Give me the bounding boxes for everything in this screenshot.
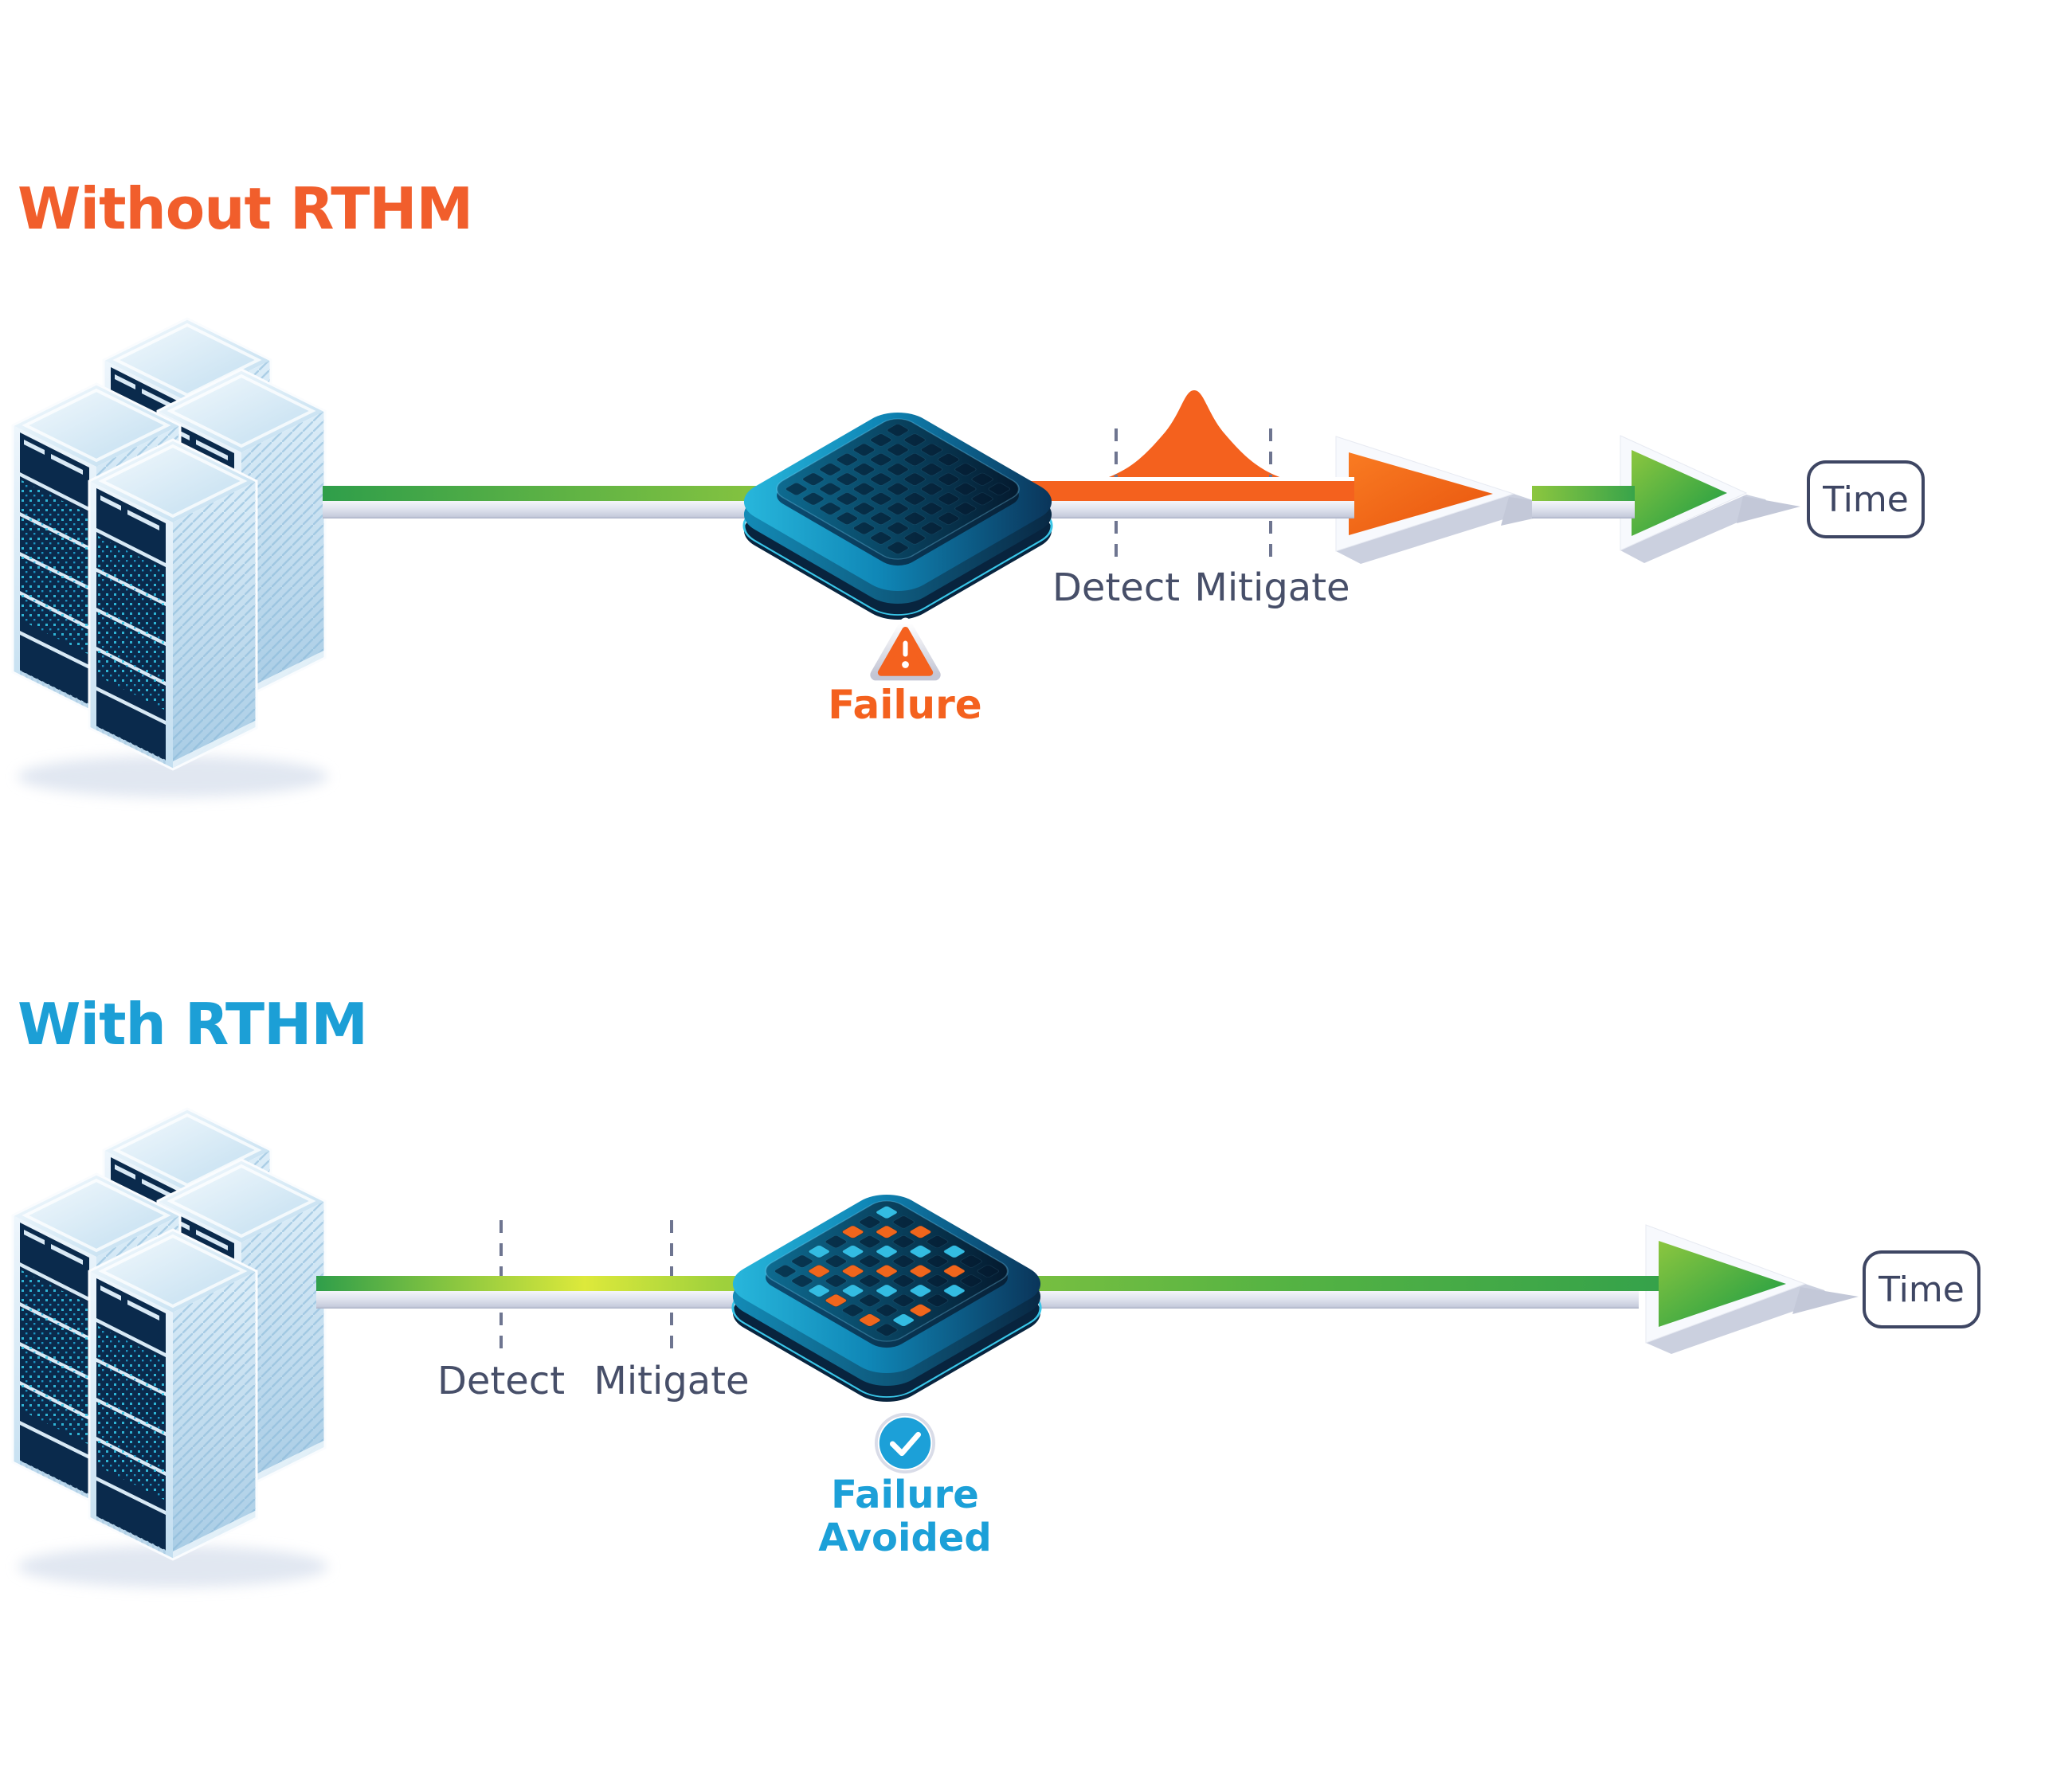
server-rack-illustration	[10, 1109, 328, 1596]
failure-avoided-line1: Failure	[831, 1473, 979, 1517]
failure-arrow-icon	[1335, 436, 1584, 564]
server-rack-illustration	[10, 319, 328, 806]
time-label: Time	[1863, 1250, 1980, 1328]
time-label-text: Time	[1823, 479, 1909, 520]
failure-avoided-line2: Avoided	[818, 1516, 992, 1560]
failure-label: Failure	[828, 682, 982, 728]
detect-label: Detect	[437, 1359, 566, 1403]
time-label-text: Time	[1879, 1269, 1965, 1310]
warning-icon	[870, 617, 941, 681]
failure-impact-curve	[1051, 390, 1338, 486]
timeline-green-bar	[323, 486, 797, 501]
mitigate-label: Mitigate	[1194, 565, 1350, 610]
section-heading-without-rthm: Without RTHM	[18, 175, 473, 242]
detect-label: Detect	[1052, 565, 1181, 610]
chip-icon	[716, 1184, 1057, 1412]
mitigate-label: Mitigate	[594, 1359, 750, 1403]
section-heading-with-rthm: With RTHM	[18, 991, 368, 1058]
check-icon	[874, 1412, 936, 1474]
failure-avoided-label: Failure Avoided	[818, 1473, 991, 1559]
time-label: Time	[1807, 460, 1925, 538]
timeline-arrow-icon	[1620, 435, 1800, 563]
timeline-green-bar-2	[1532, 486, 1635, 501]
timeline-arrow-icon	[1645, 1224, 1859, 1354]
chip-icon	[727, 402, 1068, 630]
timeline-base-bar-2	[1532, 501, 1635, 518]
